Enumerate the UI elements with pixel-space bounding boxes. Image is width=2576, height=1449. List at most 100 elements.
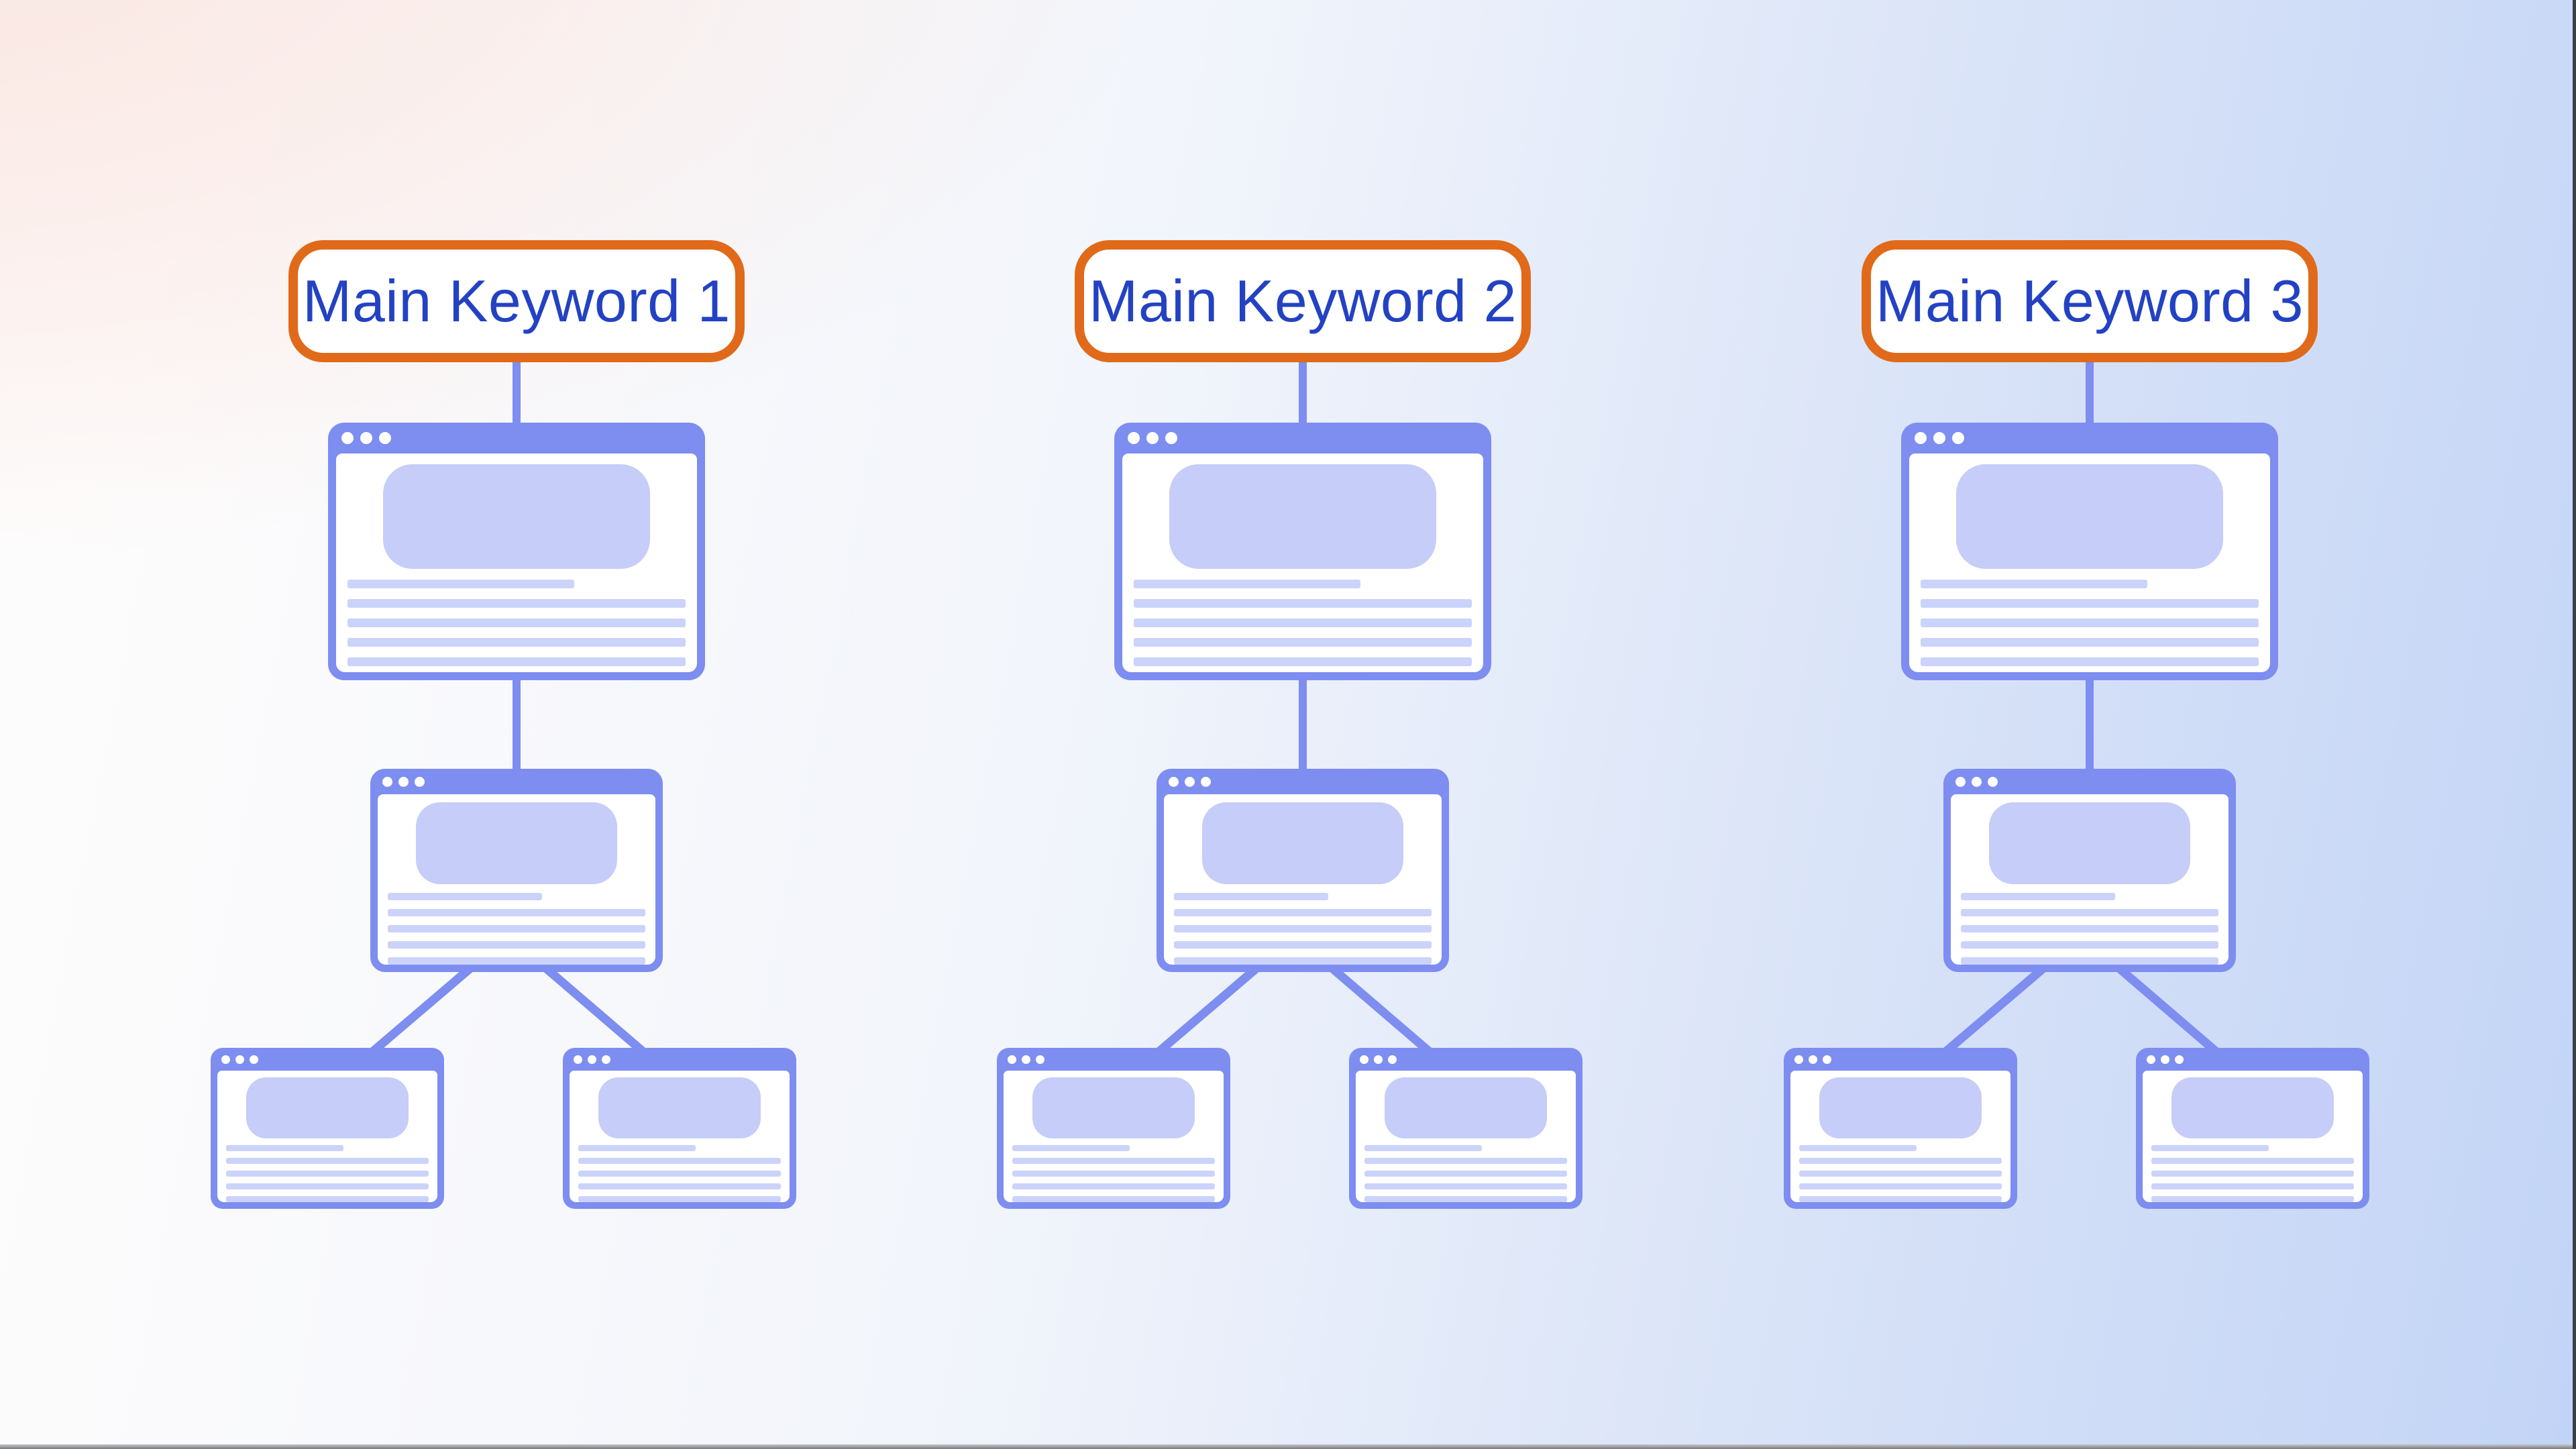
window-control-dot-icon xyxy=(221,1055,230,1064)
hero-image-placeholder xyxy=(382,464,651,569)
child-page-thumbnail-right xyxy=(563,1048,796,1209)
hero-image-placeholder xyxy=(1032,1077,1195,1138)
window-control-dot-icon xyxy=(1915,432,1927,444)
keyword-column-1: Main Keyword 1 xyxy=(208,240,812,1216)
text-line-placeholder xyxy=(1961,893,2116,900)
window-control-dot-icon xyxy=(1823,1055,1831,1064)
text-line-placeholder xyxy=(347,599,686,608)
window-content xyxy=(2143,1071,2363,1202)
text-line-placeholder xyxy=(1012,1183,1215,1189)
hero-image-placeholder xyxy=(598,1077,761,1138)
text-line-placeholder xyxy=(1364,1183,1567,1189)
window-control-dot-icon xyxy=(588,1055,596,1064)
hero-image-placeholder xyxy=(1819,1077,1982,1138)
main-keyword-label-3: Main Keyword 3 xyxy=(1862,240,2318,362)
hero-image-placeholder xyxy=(246,1077,409,1138)
window-control-dot-icon xyxy=(1972,776,1982,787)
window-titlebar xyxy=(570,1048,790,1071)
text-line-placeholder xyxy=(1921,599,2259,608)
window-content xyxy=(1122,453,1483,672)
screenshot-right-edge xyxy=(2573,0,2576,1449)
text-line-placeholder xyxy=(347,638,686,647)
text-line-placeholder xyxy=(578,1183,781,1189)
text-line-placeholder xyxy=(226,1183,429,1189)
text-line-placeholder xyxy=(1921,580,2147,588)
hero-image-placeholder xyxy=(2171,1077,2334,1138)
window-control-dot-icon xyxy=(1794,1055,1803,1064)
connector-page-to-subpage xyxy=(2086,676,2094,773)
text-line-placeholder xyxy=(1174,941,1432,949)
text-line-placeholder xyxy=(1921,619,2259,627)
main-keyword-label-2: Main Keyword 2 xyxy=(1075,240,1531,362)
window-control-dot-icon xyxy=(1128,432,1140,444)
window-content xyxy=(1356,1071,1576,1202)
text-line-placeholder xyxy=(1799,1145,1917,1151)
window-control-dot-icon xyxy=(1201,776,1211,787)
main-keyword-label-1: Main Keyword 1 xyxy=(288,240,745,362)
text-line-placeholder xyxy=(388,909,645,916)
hero-image-placeholder xyxy=(1955,464,2224,569)
keyword-column-3: Main Keyword 3 xyxy=(1781,240,2385,1216)
text-line-placeholder xyxy=(347,619,686,627)
hero-image-placeholder xyxy=(1989,802,2190,884)
connector-page-to-subpage xyxy=(513,676,521,773)
child-page-thumbnail-left xyxy=(211,1048,444,1209)
window-titlebar xyxy=(378,769,655,794)
window-control-dot-icon xyxy=(1185,776,1195,787)
window-control-dot-icon xyxy=(382,776,392,787)
text-line-placeholder xyxy=(2151,1196,2354,1202)
text-line-placeholder xyxy=(578,1158,781,1164)
window-control-dot-icon xyxy=(1008,1055,1016,1064)
text-line-placeholder xyxy=(1134,638,1472,647)
text-line-placeholder xyxy=(2151,1171,2354,1177)
window-titlebar xyxy=(1122,423,1483,453)
connector-label-to-page xyxy=(1299,358,1307,427)
text-line-placeholder xyxy=(347,657,686,666)
text-line-placeholder xyxy=(1921,638,2259,647)
window-control-dot-icon xyxy=(602,1055,610,1064)
text-line-placeholder xyxy=(1134,619,1472,627)
text-line-placeholder xyxy=(2151,1158,2354,1164)
pillar-page-thumbnail xyxy=(1114,423,1491,680)
connector-label-to-page xyxy=(513,358,521,427)
text-line-placeholder xyxy=(1364,1196,1567,1202)
main-keyword-text: Main Keyword 2 xyxy=(1089,268,1517,334)
window-titlebar xyxy=(1951,769,2229,794)
sub-page-thumbnail xyxy=(370,769,663,972)
text-line-placeholder xyxy=(1961,909,2218,916)
window-control-dot-icon xyxy=(1360,1055,1368,1064)
window-titlebar xyxy=(1356,1048,1576,1071)
window-control-dot-icon xyxy=(1374,1055,1383,1064)
main-keyword-text: Main Keyword 1 xyxy=(303,268,731,334)
text-line-placeholder xyxy=(226,1158,429,1164)
text-line-placeholder xyxy=(1961,925,2218,932)
text-line-placeholder xyxy=(1134,657,1472,666)
text-line-placeholder xyxy=(2151,1145,2269,1151)
window-titlebar xyxy=(1790,1048,2010,1071)
window-control-dot-icon xyxy=(574,1055,582,1064)
window-control-dot-icon xyxy=(1952,432,1964,444)
child-page-thumbnail-right xyxy=(2136,1048,2369,1209)
sub-page-thumbnail xyxy=(1943,769,2236,972)
keyword-column-2: Main Keyword 2 xyxy=(994,240,1598,1216)
pillar-page-thumbnail xyxy=(1901,423,2278,680)
text-line-placeholder xyxy=(1012,1145,1130,1151)
text-line-placeholder xyxy=(1961,957,2218,965)
text-line-placeholder xyxy=(1799,1158,2002,1164)
hero-image-placeholder xyxy=(1385,1077,1547,1138)
window-control-dot-icon xyxy=(235,1055,244,1064)
window-control-dot-icon xyxy=(1388,1055,1397,1064)
window-control-dot-icon xyxy=(1933,432,1945,444)
text-line-placeholder xyxy=(388,941,645,949)
text-line-placeholder xyxy=(1134,580,1360,588)
window-content xyxy=(378,794,655,965)
text-line-placeholder xyxy=(226,1196,429,1202)
text-line-placeholder xyxy=(1012,1171,1215,1177)
window-control-dot-icon xyxy=(1809,1055,1817,1064)
window-control-dot-icon xyxy=(341,432,354,444)
text-line-placeholder xyxy=(1799,1171,2002,1177)
text-line-placeholder xyxy=(1921,657,2259,666)
text-line-placeholder xyxy=(2151,1183,2354,1189)
connector-label-to-page xyxy=(2086,358,2094,427)
